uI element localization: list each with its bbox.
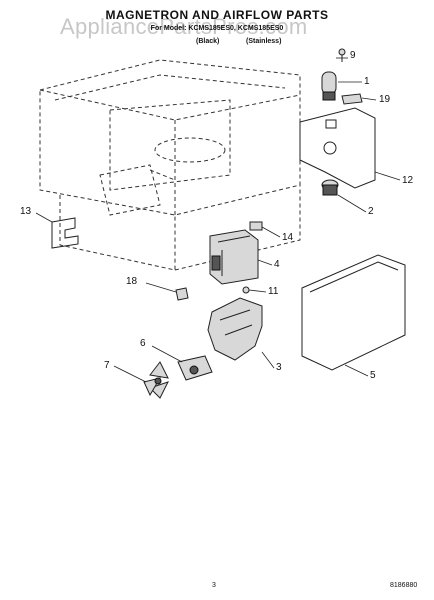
part-4-transformer bbox=[209, 229, 259, 285]
callout-5: 5 bbox=[370, 370, 376, 381]
callout-18: 18 bbox=[126, 276, 138, 287]
part-3-air-duct bbox=[207, 297, 263, 361]
diagram-subtitle: For Model: KCMS185ES0, KCMS185ES0 bbox=[150, 25, 284, 32]
callout-19: 19 bbox=[379, 94, 391, 105]
part-code: 8186880 bbox=[390, 582, 418, 589]
part-18-clip bbox=[175, 287, 189, 301]
part-5-cover-panel bbox=[301, 254, 406, 371]
cabinet-outline bbox=[39, 59, 301, 271]
part-11-nut bbox=[242, 286, 250, 294]
callout-9: 9 bbox=[350, 50, 356, 61]
part-12-plate bbox=[299, 107, 376, 189]
callout-4: 4 bbox=[274, 259, 280, 270]
callout-14: 14 bbox=[282, 232, 294, 243]
part-2-thermostat bbox=[321, 179, 339, 196]
leader-lines bbox=[35, 57, 401, 383]
callout-12: 12 bbox=[402, 175, 414, 186]
part-1-lamp bbox=[321, 71, 337, 101]
variant-black: (Black) bbox=[196, 38, 220, 45]
callout-11: 11 bbox=[268, 286, 279, 297]
diagram-title: MAGNETRON AND AIRFLOW PARTS bbox=[105, 8, 329, 22]
part-13-bracket bbox=[51, 217, 79, 249]
callout-1: 1 bbox=[364, 76, 370, 87]
watermark-logo: AppliancePartsPros.com bbox=[60, 14, 308, 39]
part-14-cap bbox=[249, 221, 263, 231]
page-number: 3 bbox=[212, 582, 216, 589]
callout-13: 13 bbox=[20, 206, 32, 217]
callout-2: 2 bbox=[368, 206, 374, 217]
callout-3: 3 bbox=[276, 362, 282, 373]
callout-7: 7 bbox=[104, 360, 110, 371]
part-9-screw bbox=[338, 48, 346, 62]
variant-stainless: (Stainless) bbox=[246, 38, 282, 45]
part-6-fan-motor bbox=[177, 355, 213, 381]
part-19-terminal bbox=[341, 93, 363, 105]
callout-6: 6 bbox=[140, 338, 146, 349]
part-7-fan-blade bbox=[143, 361, 169, 399]
